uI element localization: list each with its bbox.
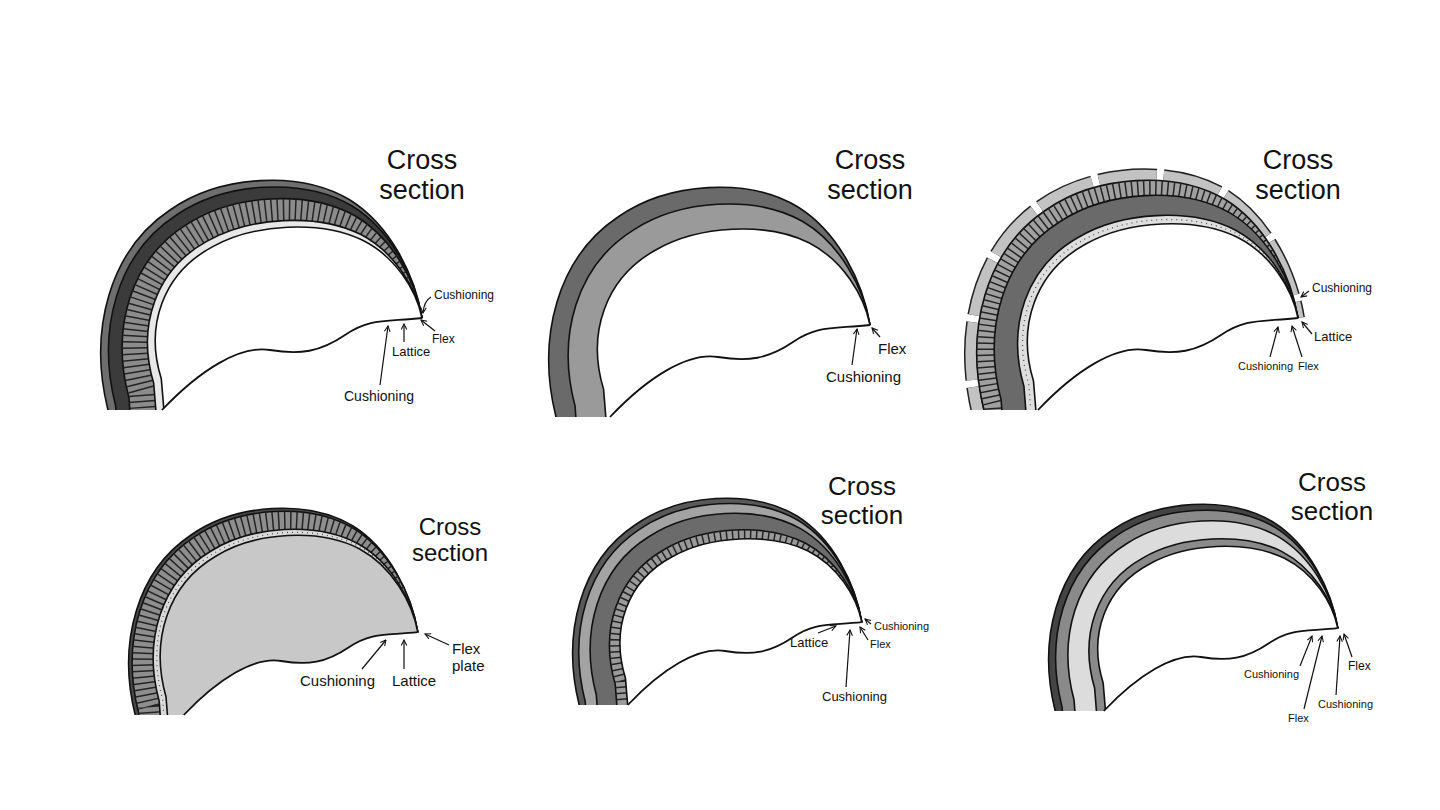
part-label: Cushioning [344, 388, 414, 404]
part-label: Flex [1298, 360, 1319, 373]
helmet-section [926, 175, 1304, 476]
ground-patch [498, 325, 876, 483]
helmet-section [50, 180, 428, 476]
part-label: Flex [432, 333, 455, 347]
part-label: Flex [870, 638, 891, 651]
section-title: Cross section [400, 514, 500, 566]
part-label: Cushioning [300, 672, 375, 689]
head-outline [1038, 318, 1298, 410]
leader-arrow [846, 630, 850, 687]
section-title: Cross section [1238, 145, 1358, 205]
part-label: Flex [878, 340, 906, 357]
head-outline [1104, 628, 1338, 711]
leader-arrow [852, 329, 857, 365]
head-outline [184, 632, 418, 715]
part-label: Lattice [392, 345, 430, 360]
ground-patch [527, 622, 867, 764]
part-label: Cushioning [874, 620, 929, 633]
leader-arrow [860, 627, 868, 640]
leader-arrow [1300, 636, 1312, 666]
section-title: Cross section [1282, 468, 1382, 526]
leader-arrow [403, 324, 404, 342]
ground-patch [50, 318, 428, 476]
leader-arrow [423, 297, 431, 313]
part-label: Flex plate [452, 640, 504, 674]
leader-arrow [818, 626, 836, 633]
part-label: Lattice [392, 672, 436, 689]
ground-patch [926, 318, 1304, 476]
head-outline [162, 318, 422, 410]
part-label: Lattice [790, 636, 828, 651]
leader-arrow [1336, 636, 1340, 695]
leader-arrow [1344, 634, 1352, 657]
part-label: Cushioning [1244, 668, 1299, 681]
part-label: Cushioning [434, 289, 494, 303]
section-title: Cross section [812, 472, 912, 530]
leader-arrow [362, 640, 386, 669]
helmet-section [527, 498, 867, 764]
leader-arrow [1301, 291, 1309, 297]
leader-arrow [380, 326, 388, 385]
part-label: Flex [1348, 660, 1371, 674]
section-title: Cross section [362, 145, 482, 205]
part-label: Cushioning [1312, 282, 1372, 296]
leader-arrow [421, 320, 435, 331]
part-label: Cushioning [822, 690, 887, 705]
part-label: Cushioning [1318, 698, 1373, 711]
part-label: Cushioning [1238, 360, 1293, 373]
part-label: Flex [1288, 712, 1309, 725]
helmet-section [1003, 504, 1343, 770]
leader-arrow [425, 634, 449, 645]
section-title: Cross section [810, 145, 930, 205]
leader-arrow [1292, 326, 1302, 357]
ground-patch [83, 632, 423, 774]
helmet-section [498, 187, 876, 483]
leader-arrows [362, 291, 1352, 709]
leader-arrow [872, 328, 880, 337]
leader-arrow [865, 619, 871, 624]
part-label: Cushioning [826, 368, 901, 385]
helmet-section [83, 508, 423, 774]
leader-arrow [1302, 322, 1312, 334]
ground-patch [1003, 628, 1343, 770]
leader-arrow [1270, 327, 1278, 357]
leader-arrow [403, 640, 404, 669]
part-label: Lattice [1314, 330, 1352, 345]
